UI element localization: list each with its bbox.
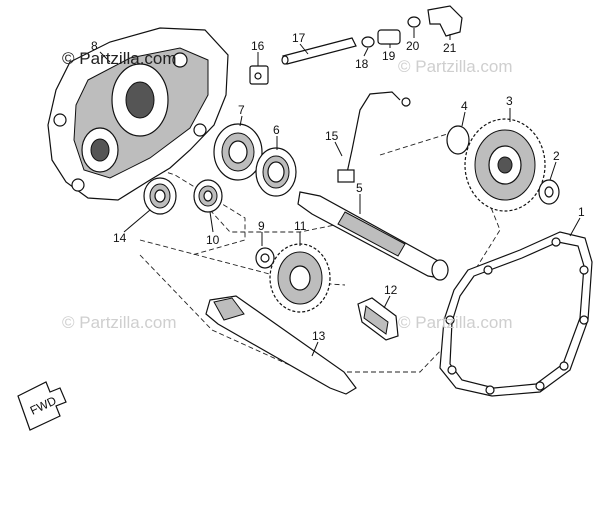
- callout-15: 15: [325, 129, 339, 143]
- callout-4: 4: [461, 99, 468, 113]
- transmission-case: [47, 27, 229, 201]
- bearing-7: [213, 123, 263, 181]
- callout-17: 17: [292, 31, 306, 45]
- callout-18: 18: [355, 57, 369, 71]
- callout-1: 1: [578, 205, 585, 219]
- callout-6: 6: [273, 123, 280, 137]
- elbow-fitting-21: [427, 5, 463, 37]
- callout-5: 5: [356, 181, 363, 195]
- callout-16: 16: [251, 39, 265, 53]
- bracket-16: [249, 65, 269, 85]
- bearing-14: [143, 177, 177, 215]
- pinion-gear-12: [357, 297, 399, 341]
- watermark-top: © Partzilla.com: [62, 49, 177, 68]
- washer-9: [255, 247, 275, 269]
- callout-19: 19: [382, 49, 396, 63]
- callout-10: 10: [206, 233, 220, 247]
- callout-7: 7: [238, 103, 245, 117]
- part-callouts: 1 2 3 4 5 6 7 8 9 10 11 12 13 14 15 16 1…: [91, 31, 585, 343]
- leader-lines: [99, 28, 581, 357]
- watermark-top-right: © Partzilla.com: [398, 57, 513, 76]
- callout-12: 12: [384, 283, 398, 297]
- callout-20: 20: [406, 39, 420, 53]
- countershaft-13: [205, 295, 357, 395]
- callout-21: 21: [443, 41, 457, 55]
- callout-11: 11: [294, 219, 307, 233]
- counter-gear-11: [269, 243, 331, 313]
- breather-hose-15: [337, 91, 411, 183]
- callout-8: 8: [91, 39, 98, 53]
- clip-20: [407, 16, 421, 28]
- callout-13: 13: [312, 329, 326, 343]
- callout-14: 14: [113, 231, 127, 245]
- watermark-mid-right: © Partzilla.com: [398, 313, 513, 332]
- callout-2: 2: [553, 149, 560, 163]
- watermarks: © Partzilla.com © Partzilla.com © Partzi…: [62, 49, 513, 332]
- circlip-4: [446, 125, 470, 155]
- washer-2: [538, 179, 560, 205]
- watermark-mid-left: © Partzilla.com: [62, 313, 177, 332]
- tube-17: [281, 37, 357, 65]
- callout-3: 3: [506, 94, 513, 108]
- callout-9: 9: [258, 219, 265, 233]
- cover-gasket-1: [439, 231, 593, 397]
- connector-19: [377, 29, 401, 45]
- final-gear-3: [464, 118, 546, 212]
- fwd-arrow-icon: FWD: [17, 381, 67, 431]
- drive-shaft-5: [297, 191, 449, 281]
- clip-18: [361, 36, 375, 48]
- oil-seal-6: [255, 147, 297, 197]
- bearing-10: [193, 179, 223, 213]
